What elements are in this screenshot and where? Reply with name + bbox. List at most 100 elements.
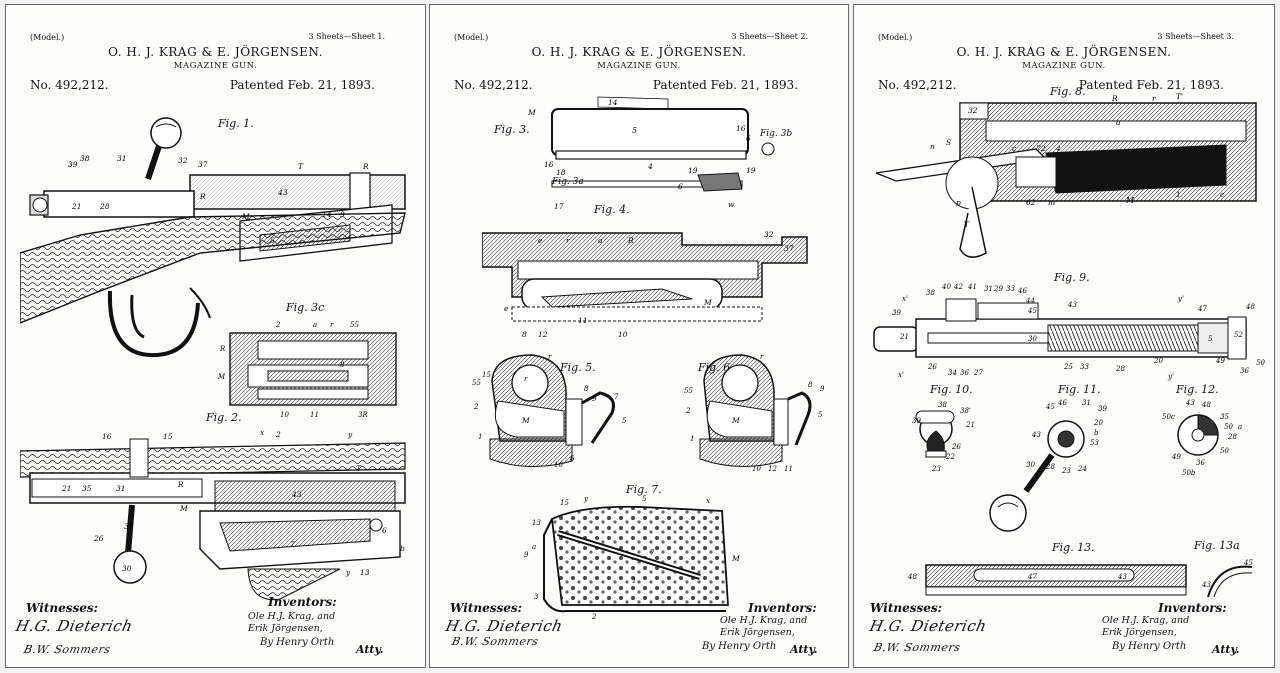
attorney-signature: By Henry Orth: [1112, 641, 1187, 652]
figure-2-rifle-section: 16 15 x 2 y T R 21 35 31 43 M 7 26 37 30…: [20, 429, 406, 601]
svg-text:M: M: [731, 554, 740, 563]
svg-text:43: 43: [1031, 431, 1041, 439]
svg-text:39: 39: [68, 160, 78, 169]
svg-text:13: 13: [532, 519, 541, 527]
svg-text:46: 46: [1017, 287, 1027, 295]
figure-label: Fig. 4.: [594, 203, 630, 216]
svg-text:a: a: [313, 321, 317, 329]
figure-label: Fig. 3b: [760, 129, 793, 139]
svg-text:33: 33: [1006, 285, 1015, 293]
svg-text:a: a: [1238, 423, 1242, 431]
svg-text:36: 36: [1196, 459, 1205, 467]
svg-text:3: 3: [534, 593, 539, 601]
svg-text:45: 45: [1027, 307, 1037, 315]
svg-text:50b: 50b: [1182, 469, 1196, 477]
svg-text:55: 55: [472, 379, 481, 387]
invention-title: MAGAZINE GUN.: [1022, 61, 1106, 71]
attorney-label: Atty.: [1212, 643, 1240, 656]
svg-text:8: 8: [522, 330, 527, 339]
figure-6-cross-section: 55 2 M r 1 8 9 5 10 12 11: [684, 353, 825, 473]
svg-text:43: 43: [277, 188, 288, 197]
svg-text:10: 10: [618, 330, 628, 339]
svg-text:M: M: [241, 212, 250, 221]
figure-9-bolt-section: 40 42 41 31 29 33 46 44 45 43 y' 47 48 x…: [873, 283, 1265, 381]
svg-text:5: 5: [818, 411, 823, 419]
svg-text:19: 19: [746, 166, 756, 175]
patent-number: No. 492,212.: [878, 78, 957, 92]
inventors-label: Inventors:: [748, 601, 817, 615]
svg-text:49: 49: [1171, 453, 1181, 461]
svg-text:23: 23: [1061, 467, 1071, 475]
svg-text:M: M: [703, 298, 712, 307]
svg-text:15: 15: [163, 432, 173, 441]
svg-text:43: 43: [291, 490, 302, 499]
svg-text:7: 7: [290, 540, 295, 549]
svg-text:45: 45: [1243, 559, 1253, 567]
sheet-count: 3 Sheets—Sheet 3.: [1157, 32, 1234, 41]
svg-text:62: 62: [1026, 198, 1036, 207]
svg-text:p: p: [956, 198, 961, 207]
svg-text:10: 10: [280, 411, 289, 419]
figure-label: Fig. 2.: [206, 411, 242, 424]
svg-text:M: M: [1125, 196, 1135, 205]
svg-text:26: 26: [951, 443, 961, 451]
svg-text:23: 23: [931, 465, 941, 473]
patent-date: Patented Feb. 21, 1893.: [229, 78, 375, 92]
svg-text:5: 5: [632, 126, 637, 135]
witnesses-label: Witnesses:: [26, 601, 99, 615]
svg-text:16: 16: [736, 124, 746, 133]
svg-text:1: 1: [1176, 190, 1181, 199]
svg-text:b: b: [1094, 429, 1099, 437]
svg-text:17: 17: [554, 202, 564, 211]
svg-text:8: 8: [340, 361, 345, 369]
svg-text:6: 6: [678, 182, 683, 191]
svg-text:T: T: [964, 220, 970, 229]
svg-text:6: 6: [746, 134, 751, 143]
svg-text:5: 5: [270, 236, 275, 245]
svg-text:r: r: [330, 321, 334, 329]
svg-text:M: M: [521, 416, 530, 425]
svg-text:R: R: [362, 162, 369, 171]
svg-text:50: 50: [1256, 359, 1265, 367]
svg-text:26: 26: [927, 363, 937, 371]
patent-sheet-2: (Model.) 3 Sheets—Sheet 2. O. H. J. KRAG…: [429, 4, 849, 668]
figure-label: Fig. 7.: [626, 483, 662, 496]
svg-text:32: 32: [968, 106, 978, 115]
svg-text:38: 38: [926, 289, 935, 297]
figure-label: Fig. 9.: [1054, 271, 1090, 284]
svg-text:45: 45: [1045, 403, 1055, 411]
svg-text:47: 47: [1027, 573, 1037, 581]
svg-text:40: 40: [941, 283, 951, 291]
svg-text:36: 36: [1240, 367, 1249, 375]
svg-text:37: 37: [784, 244, 794, 253]
svg-text:39: 39: [1098, 405, 1107, 413]
svg-text:21: 21: [61, 484, 72, 493]
svg-text:50: 50: [1220, 447, 1229, 455]
figure-label: Fig. 3.: [494, 123, 530, 136]
svg-text:16: 16: [544, 160, 554, 169]
svg-text:28: 28: [1045, 463, 1055, 471]
svg-text:44: 44: [1025, 297, 1035, 305]
svg-text:39: 39: [892, 309, 901, 317]
patent-sheet-3: (Model.) 3 Sheets—Sheet 3. O. H. J. KRAG…: [853, 4, 1275, 668]
svg-text:12: 12: [768, 465, 777, 473]
figure-8-action-section: 32 R r T' a n S c 72 4 p 62 m M 1 c T: [876, 93, 1257, 258]
svg-text:18: 18: [556, 168, 566, 177]
svg-text:14: 14: [322, 210, 332, 219]
svg-text:36: 36: [960, 369, 969, 377]
inventor-name: Erik Jörgensen,: [248, 623, 323, 634]
patent-sheet-1: (Model.) 3 Sheets—Sheet 1. O. H. J. KRAG…: [5, 4, 426, 668]
svg-text:32: 32: [178, 156, 188, 165]
witness-signature: H.G. Dieterich: [444, 617, 565, 635]
attorney-label: Atty.: [356, 643, 384, 656]
svg-text:38: 38: [80, 154, 90, 163]
svg-text:24: 24: [1077, 465, 1087, 473]
figure-label: Fig. 3c: [286, 301, 325, 314]
svg-text:9: 9: [340, 210, 345, 219]
svg-text:1: 1: [632, 577, 636, 585]
svg-text:20: 20: [1093, 419, 1103, 427]
svg-text:S: S: [946, 138, 951, 147]
patent-number: No. 492,212.: [30, 78, 109, 92]
patent-date: Patented Feb. 21, 1893.: [1078, 78, 1224, 92]
inventor-name: Ole H.J. Krag, and: [248, 611, 336, 622]
